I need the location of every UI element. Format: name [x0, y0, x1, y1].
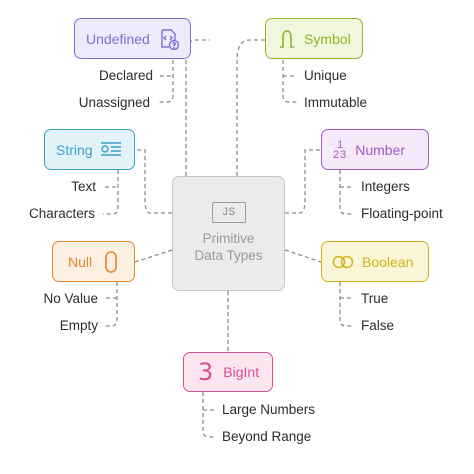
text-lines-icon: [100, 141, 122, 159]
leaf-boolean-1: False: [361, 318, 395, 333]
omega-icon: [277, 28, 297, 50]
leaf-symbol-0: Unique: [304, 68, 347, 83]
leaf-undefined-1: Unassigned: [78, 95, 150, 110]
leaf-number-1: Floating-point: [361, 206, 443, 221]
center-node-primitive-data-types: JS Primitive Data Types: [172, 176, 285, 291]
node-number: 1 23 Number: [321, 129, 429, 170]
leaf-string-1: Characters: [28, 206, 95, 221]
connector-string: [135, 149, 172, 214]
node-label: String: [56, 141, 93, 158]
leaf-bigint-1: Beyond Range: [222, 429, 312, 444]
leaf-boolean-0: True: [361, 291, 389, 306]
number-three-icon: 3: [198, 358, 214, 386]
node-bigint: 3 BigInt: [183, 352, 273, 392]
node-null: Null: [52, 241, 135, 282]
node-label: Null: [68, 253, 93, 270]
connector-boolean: [284, 249, 322, 263]
leaf-number-0: Integers: [361, 179, 410, 194]
overlapping-circles-icon: [332, 254, 354, 270]
node-label: Undefined: [86, 30, 150, 47]
leaf-symbol-1: Immutable: [304, 95, 368, 110]
branch-boolean: [339, 282, 354, 327]
connector-number: [285, 149, 321, 214]
numbers-icon: 1 23: [333, 138, 348, 161]
branch-null: [104, 282, 118, 327]
zero-icon: [104, 250, 118, 274]
leaf-string-0: Text: [71, 179, 96, 194]
center-title: Primitive Data Types: [194, 231, 263, 263]
leaf-bigint-0: Large Numbers: [222, 402, 316, 417]
node-label: Symbol: [304, 30, 351, 47]
node-label: Boolean: [362, 253, 414, 270]
code-file-question-icon: [158, 28, 180, 50]
connector-symbol: [236, 39, 265, 176]
connector-undefined: [185, 39, 210, 176]
branch-string: [103, 170, 119, 215]
node-symbol: Symbol: [265, 18, 363, 59]
node-label: Number: [355, 141, 406, 158]
node-undefined: Undefined: [74, 18, 191, 59]
leaf-null-1: Empty: [59, 318, 98, 333]
node-boolean: Boolean: [321, 241, 429, 282]
leaf-null-0: No Value: [43, 291, 98, 306]
node-label: BigInt: [223, 364, 260, 380]
js-icon: JS: [211, 202, 246, 223]
branch-bigint: [202, 392, 215, 438]
branch-undefined: [157, 60, 174, 103]
branch-symbol: [282, 60, 297, 103]
branch-number: [339, 170, 354, 215]
connector-null: [134, 249, 173, 263]
node-string: String: [44, 129, 135, 170]
leaf-undefined-0: Declared: [98, 68, 153, 83]
